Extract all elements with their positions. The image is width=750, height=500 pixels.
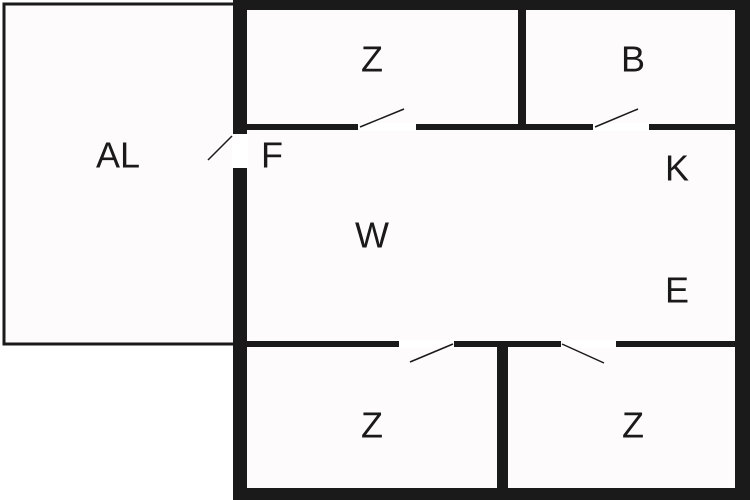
door-gap-b (593, 123, 649, 131)
wall-z-b-divider (518, 10, 526, 126)
door-leaf-b (594, 108, 639, 128)
wall-right (735, 0, 750, 500)
room-label-al: AL (96, 135, 140, 176)
interior-walls (247, 10, 735, 490)
door-gaps (232, 123, 649, 348)
room-label-k: K (665, 148, 689, 189)
main-building-fill (240, 4, 745, 496)
door-gap-z-bottom-right (561, 340, 616, 348)
room-label-e: E (665, 270, 689, 311)
door-leaves (207, 108, 639, 364)
door-leaf-entrance (207, 135, 233, 161)
room-label-f: F (261, 135, 283, 176)
wall-upper-horizontal (247, 124, 735, 130)
room-label-b: B (621, 39, 645, 80)
door-gap-entrance (232, 134, 248, 168)
wall-lower-horizontal (247, 341, 735, 347)
wall-bottom (233, 488, 750, 500)
room-al-outline (2, 2, 240, 346)
outer-walls (233, 0, 750, 500)
door-gap-z-top (358, 123, 416, 131)
wall-bottom-divider (497, 345, 508, 490)
door-leaf-z-bottom-right (561, 343, 605, 364)
wall-left (233, 0, 247, 500)
wall-top (233, 0, 750, 10)
room-label-z-top: Z (361, 39, 383, 80)
room-label-z-bottom-right: Z (622, 405, 644, 446)
room-label-w: W (355, 215, 389, 256)
door-gap-z-bottom-left (399, 340, 454, 348)
door-leaf-z-bottom-left (409, 343, 454, 363)
room-label-z-bottom-left: Z (361, 405, 383, 446)
door-leaf-z-top (359, 108, 405, 128)
